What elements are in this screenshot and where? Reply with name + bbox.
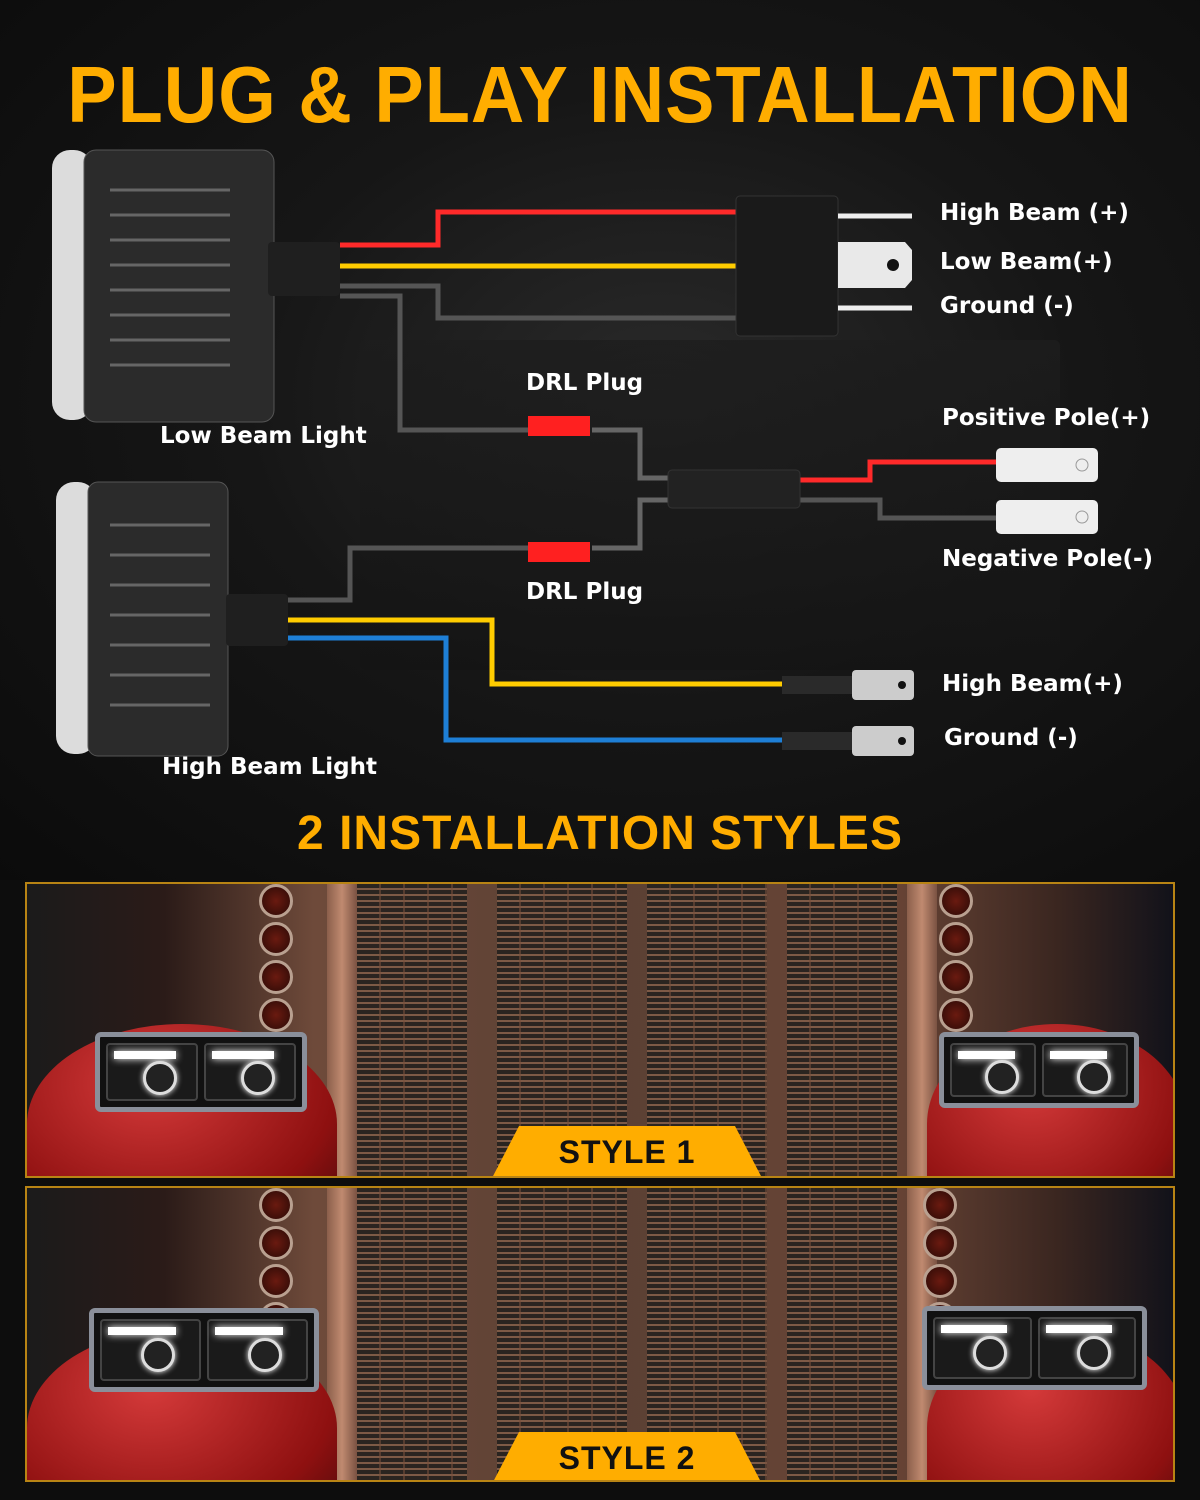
positive-wire	[800, 459, 1000, 483]
style-2-photo: STYLE 2	[25, 1186, 1175, 1482]
ground-wire	[340, 283, 738, 321]
style-1-photo: STYLE 1	[25, 882, 1175, 1178]
h4-pin-low-beam-label: Low Beam(+)	[940, 249, 1113, 275]
page-title: PLUG & PLAY INSTALLATION	[67, 49, 1133, 140]
drl-plug-bottom	[528, 542, 590, 562]
positive-terminal	[996, 448, 1098, 482]
high-beam-lamp-positive-wire	[288, 617, 782, 687]
h4-pin-high-beam-label: High Beam (+)	[940, 200, 1129, 226]
drl-plug-bottom-label: DRL Plug	[526, 579, 644, 605]
drl-plug-top-label: DRL Plug	[526, 370, 644, 396]
positive-pole-label: Positive Pole(+)	[942, 405, 1151, 431]
low-beam-light-label: Low Beam Light	[160, 423, 367, 449]
high-beam-wire	[340, 209, 738, 248]
negative-terminal	[996, 500, 1098, 534]
style-1-badge: STYLE 1	[492, 1126, 762, 1176]
drl-wire-top-lamp	[340, 293, 528, 433]
high-beam-terminal-label: High Beam(+)	[942, 671, 1123, 697]
drl-plug-top	[528, 416, 590, 436]
ground-terminal	[852, 726, 914, 756]
negative-pole-label: Negative Pole(-)	[942, 546, 1154, 572]
style-2-right-headlight	[922, 1306, 1147, 1390]
style-1-left-headlight	[95, 1032, 307, 1112]
drl-wire-bottom-lamp	[288, 545, 528, 603]
style-2-left-headlight	[89, 1308, 319, 1392]
high-beam-lamp	[56, 481, 288, 757]
high-beam-lamp-ground-wire	[288, 635, 782, 743]
style-2-badge: STYLE 2	[492, 1432, 762, 1480]
negative-wire	[800, 497, 1000, 521]
style-1-right-headlight	[939, 1032, 1139, 1108]
ground-terminal-label: Ground (-)	[944, 725, 1078, 751]
high-beam-terminal	[852, 670, 914, 700]
h4-pin-ground-label: Ground (-)	[940, 293, 1074, 319]
low-beam-lamp	[52, 149, 340, 423]
h4-connector	[735, 195, 839, 337]
section-title: 2 INSTALLATION STYLES	[297, 807, 903, 860]
wiring-diagram	[52, 149, 1098, 757]
high-beam-light-label: High Beam Light	[162, 754, 377, 780]
